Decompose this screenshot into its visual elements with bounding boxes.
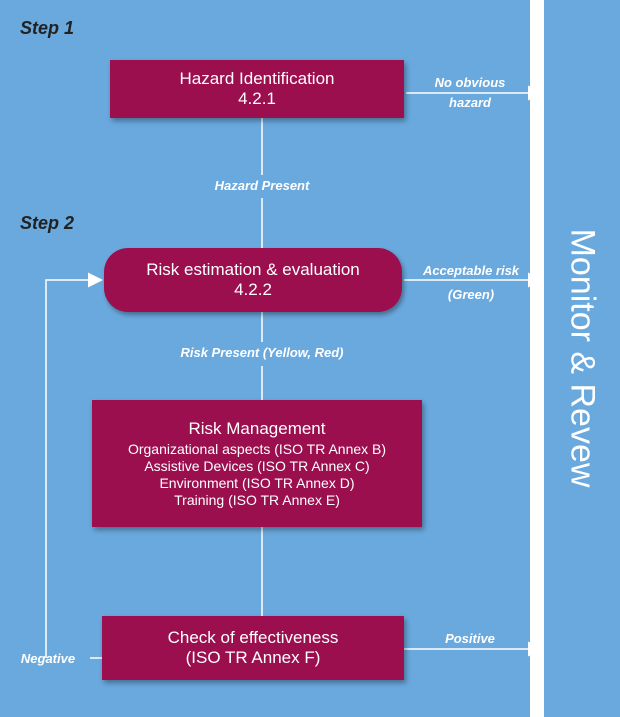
negative-label: Negative — [20, 651, 76, 666]
no-obvious-line1: No obvious — [434, 75, 506, 90]
management-box-title: Risk Management — [188, 418, 326, 438]
positive-label: Positive — [445, 631, 495, 646]
step-2-label: Step 2 — [20, 213, 75, 233]
management-line-assistive: Assistive Devices (ISO TR Annex C) — [144, 457, 370, 474]
hazard-present-label: Hazard Present — [214, 178, 310, 193]
management-line-training: Training (ISO TR Annex E) — [174, 491, 340, 508]
check-box-ref: (ISO TR Annex F) — [185, 648, 321, 667]
management-line-environment: Environment (ISO TR Annex D) — [159, 474, 355, 491]
check-box-title: Check of effectiveness — [167, 628, 339, 647]
risk-estimation-box: Risk estimation & evaluation 4.2.2 — [104, 248, 402, 312]
acceptable-line2: (Green) — [447, 287, 495, 302]
panel-divider — [530, 0, 544, 717]
negative-feedback-loop-return — [45, 272, 103, 658]
check-effectiveness-box: Check of effectiveness (ISO TR Annex F) — [102, 616, 404, 680]
no-obvious-hazard-label: No obvious hazard — [410, 74, 530, 112]
no-obvious-line2: hazard — [449, 95, 491, 110]
monitor-review-title: Monitor & Revew — [563, 228, 602, 488]
step-1-label: Step 1 — [20, 18, 75, 38]
risk-box-title: Risk estimation & evaluation — [146, 260, 360, 279]
hazard-identification-box: Hazard Identification 4.2.1 — [110, 60, 404, 118]
management-line-organizational: Organizational aspects (ISO TR Annex B) — [127, 440, 387, 457]
monitor-review-panel — [544, 0, 620, 717]
risk-management-box: Risk Management Organizational aspects (… — [92, 400, 422, 527]
risk-present-label: Risk Present (Yellow, Red) — [180, 345, 344, 360]
hazard-box-ref: 4.2.1 — [238, 89, 276, 108]
acceptable-risk-label: Acceptable risk (Green) — [404, 262, 538, 304]
risk-box-ref: 4.2.2 — [234, 280, 272, 299]
acceptable-line1: Acceptable risk — [422, 263, 520, 278]
hazard-box-title: Hazard Identification — [179, 69, 335, 88]
